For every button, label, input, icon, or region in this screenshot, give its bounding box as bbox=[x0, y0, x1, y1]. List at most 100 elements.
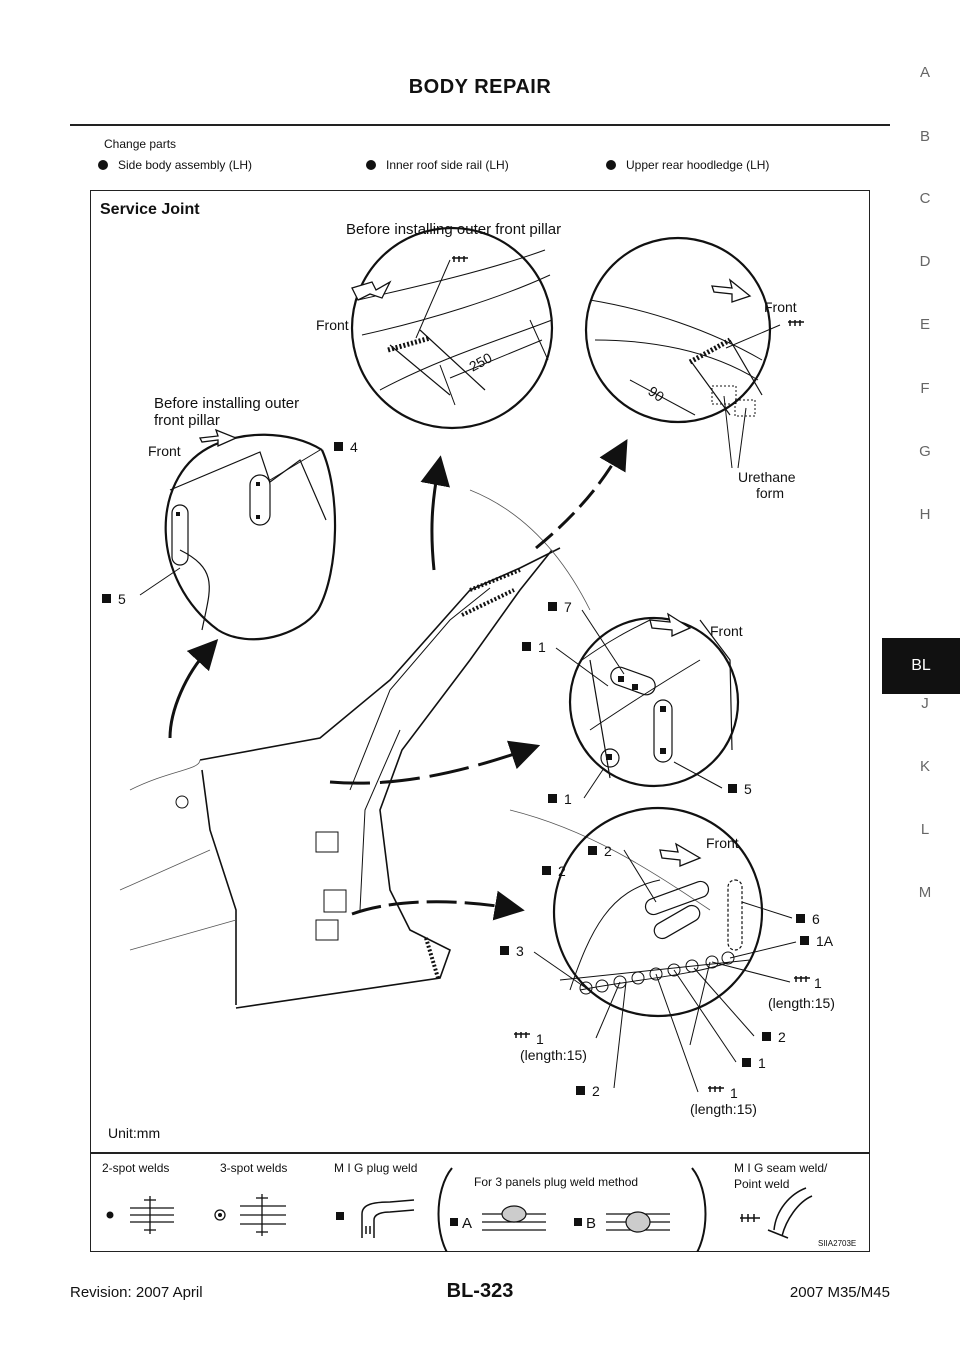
header-rule bbox=[70, 124, 890, 126]
weld-number: 7 bbox=[564, 599, 572, 615]
weld-symbol-icon bbox=[728, 784, 737, 793]
weld-number: 6 bbox=[812, 911, 820, 927]
length-label: (length:15) bbox=[520, 1047, 587, 1063]
bullet-icon bbox=[606, 160, 616, 170]
detail-circle-roof-front: 250 Front bbox=[316, 226, 554, 430]
weld-symbol-icon bbox=[576, 1086, 585, 1095]
detail-circle-roof-rear: 90 Front Urethane form bbox=[584, 236, 804, 501]
footer-revision: Revision: 2007 April bbox=[70, 1284, 203, 1301]
mig-seam-weld-icon bbox=[767, 1187, 813, 1239]
method-a: A bbox=[462, 1215, 472, 1232]
figure-code: SIIA2703E bbox=[818, 1239, 856, 1248]
page-title: BODY REPAIR bbox=[408, 76, 552, 98]
index-letter[interactable]: A bbox=[919, 64, 930, 81]
weld-number: 3 bbox=[516, 943, 524, 959]
two-spot-weld-icon bbox=[130, 1196, 174, 1234]
three-spot-weld-icon bbox=[240, 1194, 286, 1236]
weld-symbol-icon bbox=[102, 594, 111, 603]
legend-mig-seam: Point weld bbox=[734, 1177, 789, 1191]
weld-number: 5 bbox=[744, 781, 752, 797]
three-spot-marker-icon bbox=[214, 1209, 226, 1221]
figure-frame bbox=[90, 190, 870, 1252]
plug-weld-marker-icon bbox=[574, 1218, 582, 1226]
weld-number: 5 bbox=[118, 591, 126, 607]
legend-mig-plug: M I G plug weld bbox=[334, 1161, 417, 1175]
weld-number: 2 bbox=[778, 1029, 786, 1045]
part-item: Upper rear hoodledge (LH) bbox=[606, 158, 769, 172]
weld-number: 1 bbox=[538, 639, 546, 655]
weld-number: 2 bbox=[592, 1083, 600, 1099]
connector-arrows bbox=[168, 439, 628, 921]
plug-weld-marker-icon bbox=[336, 1212, 344, 1220]
left-caption: Before installing outer bbox=[154, 395, 299, 412]
index-letter[interactable]: L bbox=[920, 821, 930, 838]
index-tab-active[interactable]: BL bbox=[882, 638, 960, 694]
bullet-icon bbox=[366, 160, 376, 170]
index-letter[interactable]: E bbox=[919, 316, 930, 333]
weld-symbol-icon bbox=[800, 936, 809, 945]
footer-page-number: BL-323 bbox=[446, 1280, 514, 1302]
panel-method-b-icon bbox=[606, 1211, 670, 1233]
weld-number: 2 bbox=[604, 843, 612, 859]
index-letter[interactable]: J bbox=[921, 695, 929, 712]
front-label: Front bbox=[764, 299, 797, 315]
footer-model: 2007 M35/M45 bbox=[789, 1284, 890, 1301]
mig-plug-weld-icon bbox=[361, 1199, 415, 1238]
detail-circle-pillar-middle: Front 7 1 1 5 bbox=[522, 599, 752, 807]
front-label: Front bbox=[710, 623, 743, 639]
bullet-icon bbox=[98, 160, 108, 170]
weld-symbol-icon bbox=[548, 794, 557, 803]
index-letter[interactable]: H bbox=[919, 506, 931, 523]
bracket-left bbox=[437, 1167, 453, 1252]
weld-number: 1 bbox=[730, 1085, 738, 1101]
weld-legend: 2-spot welds 3-spot welds M I G plug wel… bbox=[102, 1161, 856, 1252]
unit-label: Unit:mm bbox=[108, 1125, 160, 1141]
panel-method-a-icon bbox=[482, 1205, 546, 1231]
index-letter[interactable]: F bbox=[920, 380, 930, 397]
method-b: B bbox=[586, 1215, 596, 1232]
legend-two-spot: 2-spot welds bbox=[102, 1161, 169, 1175]
weld-number: 1 bbox=[564, 791, 572, 807]
dimension-90: 90 bbox=[645, 383, 667, 405]
length-label: (length:15) bbox=[768, 995, 835, 1011]
part-item: Side body assembly (LH) bbox=[98, 158, 252, 172]
front-label: Front bbox=[706, 835, 739, 851]
weld-number: 2 bbox=[558, 863, 566, 879]
dimension-250: 250 bbox=[466, 349, 494, 374]
weld-number: 1A bbox=[816, 933, 834, 949]
front-label: Front bbox=[316, 317, 349, 333]
index-letter[interactable]: C bbox=[919, 190, 931, 207]
weld-symbol-icon bbox=[742, 1058, 751, 1067]
weld-symbol-icon bbox=[334, 442, 343, 451]
legend-mig-seam: M I G seam weld/ bbox=[734, 1161, 828, 1175]
bracket-right bbox=[691, 1167, 707, 1252]
top-caption: Before installing outer front pillar bbox=[346, 221, 561, 238]
weld-number: 1 bbox=[758, 1055, 766, 1071]
legend-three-spot: 3-spot welds bbox=[220, 1161, 287, 1175]
side-body-pillar-drawing bbox=[119, 489, 711, 1009]
legend-divider bbox=[90, 1152, 870, 1154]
change-parts-label: Change parts bbox=[104, 137, 177, 151]
service-joint-diagram: Service Joint Before installing outer fr… bbox=[100, 201, 856, 1252]
weld-symbol-icon bbox=[500, 946, 509, 955]
length-label: (length:15) bbox=[690, 1101, 757, 1117]
index-letter[interactable]: B bbox=[919, 128, 930, 145]
detail-circle-pillar-lower: Front 2 2 3 6 1A 1 (length:15) 2 1 1 (le… bbox=[500, 806, 835, 1117]
index-letter[interactable]: M bbox=[918, 884, 932, 901]
weld-number: 4 bbox=[350, 439, 358, 455]
urethane-label: Urethane bbox=[738, 469, 796, 485]
plug-weld-marker-icon bbox=[450, 1218, 458, 1226]
index-letter[interactable]: D bbox=[919, 253, 931, 270]
weld-number: 1 bbox=[814, 975, 822, 991]
index-letter[interactable]: G bbox=[919, 443, 931, 460]
weld-symbol-icon bbox=[548, 602, 557, 611]
detail-circle-pillar-upper: Before installing outer front pillar Fro… bbox=[102, 395, 358, 641]
weld-symbol-icon bbox=[522, 642, 531, 651]
legend-three-panels: For 3 panels plug weld method bbox=[474, 1175, 638, 1189]
weld-number: 1 bbox=[536, 1031, 544, 1047]
seam-weld-marker-icon bbox=[740, 1214, 760, 1222]
front-label: Front bbox=[148, 443, 181, 459]
index-letter[interactable]: K bbox=[919, 758, 930, 775]
part-item: Inner roof side rail (LH) bbox=[366, 158, 509, 172]
left-caption: front pillar bbox=[154, 412, 220, 429]
